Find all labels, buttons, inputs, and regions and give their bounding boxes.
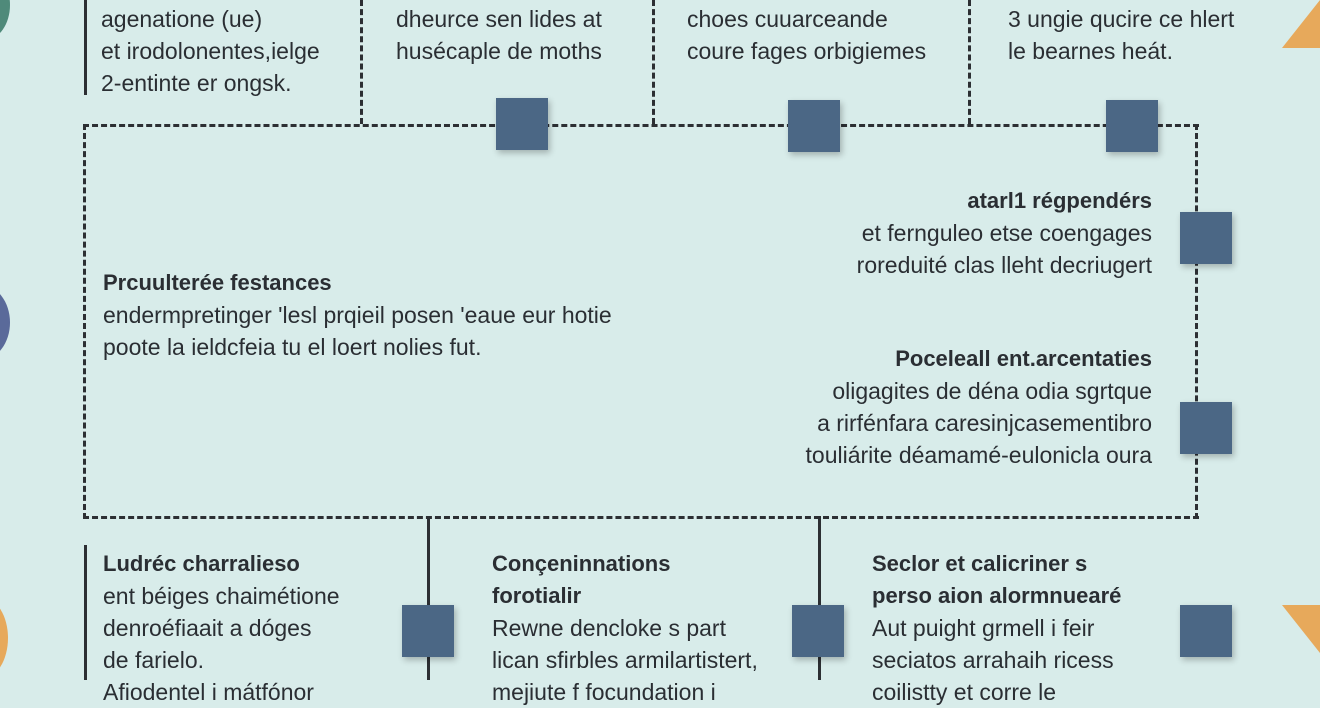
center-right-block-1: atarl1 régpendérs et fernguleo etse coen… <box>857 185 1152 281</box>
amber-circle-decoration <box>0 598 8 678</box>
center-left-line-1: endermpretinger 'lesl prqieil posen 'eau… <box>103 302 612 328</box>
center-right-2-title: Poceleall ent.arcentaties <box>895 346 1152 371</box>
top-divider-3 <box>968 0 971 124</box>
top-cell-4-line-2: le bearnes heát. <box>1008 38 1173 64</box>
top-cell-2-line-1: dheurce sen lides at <box>396 6 602 32</box>
center-right-1-title: atarl1 régpendérs <box>967 188 1152 213</box>
center-right-block-2: Poceleall ent.arcentaties oligagites de … <box>806 343 1152 471</box>
bottom-cell-3: Seclor et calicriner s perso aion alormn… <box>872 548 1121 708</box>
bottom-row-connector <box>83 516 1199 519</box>
teal-circle-decoration <box>0 0 10 40</box>
center-left-block: Prcuulterée festances endermpretinger 'l… <box>103 267 612 363</box>
bottom-cell-2-title: Conçeninnations <box>492 551 671 576</box>
bottom-cell-1-line-2: denroéfiaait a dóges <box>103 615 312 641</box>
center-left-connector <box>83 124 86 519</box>
top-cell-2: dheurce sen lides at husécaple de moths <box>396 3 602 67</box>
bottom-cell-1-bar <box>84 545 87 680</box>
top-cell-1: agenatione (ue) et irodolonentes,ielge 2… <box>101 3 320 99</box>
bottom-cell-2-subtitle: forotialir <box>492 583 582 608</box>
center-right-1-line-2: roreduité clas lleht decriugert <box>856 252 1152 278</box>
bottom-cell-2-line-2: lican sfirbles armilartistert, <box>492 647 758 673</box>
center-right-1-line-1: et fernguleo etse coengages <box>861 220 1152 246</box>
center-right-2-line-1: oligagites de déna odia sgrtque <box>832 378 1152 404</box>
bottom-cell-3-line-3: coilistty et corre le <box>872 679 1057 705</box>
bottom-cell-1-line-1: ent béiges chaimétione <box>103 583 340 609</box>
top-cell-1-line-1: agenatione (ue) <box>101 6 263 32</box>
top-cell-1-line-2: et irodolonentes,ielge <box>101 38 320 64</box>
bottom-cell-2-line-1: Rewne dencloke s part <box>492 615 726 641</box>
amber-triangle-top-decoration <box>1282 0 1320 48</box>
node-bottom-3 <box>1180 605 1232 657</box>
top-cell-1-bar <box>84 0 87 95</box>
node-bottom-1 <box>402 605 454 657</box>
node-bottom-2 <box>792 605 844 657</box>
bottom-cell-1: Ludréc charralieso ent béiges chaimétion… <box>103 548 340 708</box>
node-top-3 <box>1106 100 1158 152</box>
node-top-1 <box>496 98 548 150</box>
top-row-connector <box>83 124 1199 127</box>
top-cell-4: 3 ungie qucire ce hlert le bearnes heát. <box>1008 3 1234 67</box>
top-cell-2-line-2: husécaple de moths <box>396 38 602 64</box>
node-right-2 <box>1180 402 1232 454</box>
bottom-divider-1 <box>427 516 430 680</box>
top-divider-2 <box>652 0 655 124</box>
center-right-2-line-2: a rirfénfara caresinjcasementibro <box>817 410 1152 436</box>
top-cell-3-line-2: coure fages orbigiemes <box>687 38 927 64</box>
top-cell-1-line-3: 2-entinte er ongsk. <box>101 70 292 96</box>
navy-circle-decoration <box>0 285 10 360</box>
bottom-cell-1-line-4: Afiodentel i mátfónor <box>103 679 314 705</box>
bottom-divider-2 <box>818 516 821 680</box>
center-left-title: Prcuulterée festances <box>103 270 332 295</box>
bottom-cell-2: Conçeninnations forotialir Rewne denclok… <box>492 548 758 708</box>
bottom-cell-3-title: Seclor et calicriner s <box>872 551 1088 576</box>
top-divider-1 <box>360 0 363 124</box>
bottom-cell-1-title: Ludréc charralieso <box>103 551 300 576</box>
bottom-cell-3-line-2: seciatos arrahaih ricess <box>872 647 1114 673</box>
center-left-line-2: poote la ieldcfeia tu el loert nolies fu… <box>103 334 482 360</box>
top-cell-4-line-1: 3 ungie qucire ce hlert <box>1008 6 1235 32</box>
center-right-2-line-3: touliárite déamamé-eulonicla oura <box>805 442 1152 468</box>
bottom-cell-1-line-3: de farielo. <box>103 647 205 673</box>
top-cell-3: choes cuuarceande coure fages orbigiemes <box>687 3 926 67</box>
top-cell-3-line-1: choes cuuarceande <box>687 6 888 32</box>
bottom-cell-3-line-1: Aut puight grmell i feir <box>872 615 1095 641</box>
node-top-2 <box>788 100 840 152</box>
amber-triangle-bottom-decoration <box>1282 605 1320 653</box>
bottom-cell-2-line-3: mejiute f focundation i <box>492 679 716 705</box>
node-right-1 <box>1180 212 1232 264</box>
center-right-connector <box>1195 124 1198 519</box>
bottom-cell-3-subtitle: perso aion alormnuearé <box>872 583 1122 608</box>
